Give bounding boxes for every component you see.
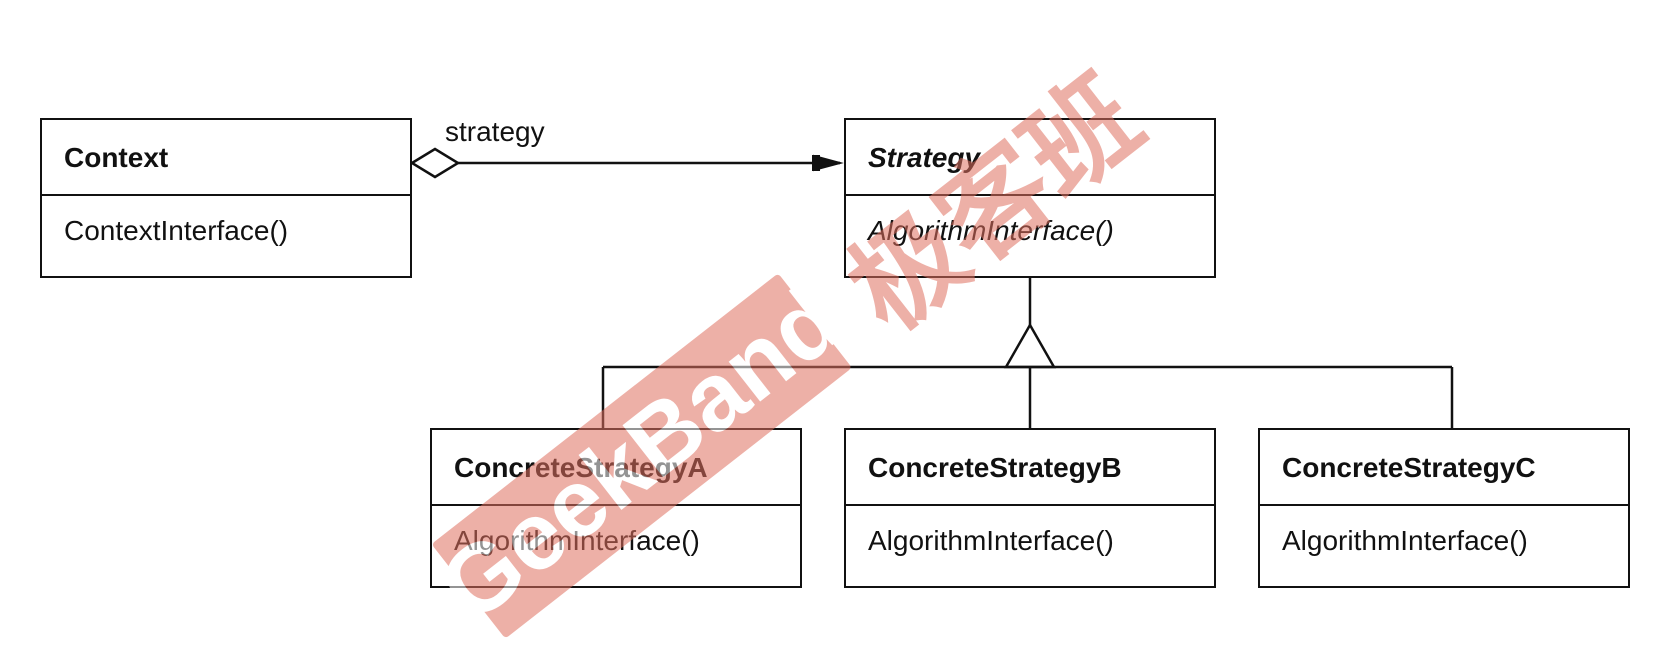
class-name-concrete-a: ConcreteStrategyA: [432, 430, 800, 506]
operation-concrete-b: AlgorithmInterface(): [868, 525, 1114, 556]
class-context[interactable]: Context ContextInterface(): [40, 118, 412, 278]
aggregation-diamond: [409, 147, 461, 179]
operation-concrete-c: AlgorithmInterface(): [1282, 525, 1528, 556]
class-concrete-strategy-a[interactable]: ConcreteStrategyA AlgorithmInterface(): [430, 428, 802, 588]
class-name-context: Context: [42, 120, 410, 196]
arrowhead-stub: [812, 155, 820, 171]
class-concrete-strategy-b[interactable]: ConcreteStrategyB AlgorithmInterface(): [844, 428, 1216, 588]
class-name-concrete-b: ConcreteStrategyB: [846, 430, 1214, 506]
association-role-label: strategy: [445, 116, 545, 147]
class-strategy[interactable]: Strategy AlgorithmInterface(): [844, 118, 1216, 278]
operation-concrete-a: AlgorithmInterface(): [454, 525, 700, 556]
class-concrete-strategy-c[interactable]: ConcreteStrategyC AlgorithmInterface(): [1258, 428, 1630, 588]
class-name-concrete-c: ConcreteStrategyC: [1260, 430, 1628, 506]
inheritance-triangle: [1003, 322, 1057, 369]
class-name-strategy: Strategy: [846, 120, 1214, 196]
operation-algorithm-interface: AlgorithmInterface(): [868, 215, 1114, 246]
operation-context-interface: ContextInterface(): [64, 215, 289, 246]
